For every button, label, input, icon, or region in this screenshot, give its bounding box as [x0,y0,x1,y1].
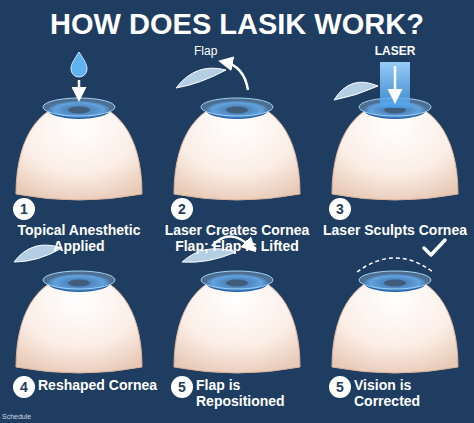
step-caption: Vision is Corrected [354,377,472,409]
title: HOW DOES LASIK WORK? [0,6,474,42]
step-number: 5 [169,374,195,400]
callout-number: 5 [336,380,344,394]
step-caption: Laser Creates Cornea Flap; Flap is Lifte… [162,222,312,254]
step-number: 1 [11,196,37,222]
lift-arrow [224,62,248,90]
down-arrow [78,80,81,96]
callout-number: 2 [178,202,186,216]
laser-arrow [394,66,397,98]
part-label: LASER [372,44,418,58]
eye [174,98,300,200]
callout-number: 4 [20,380,28,394]
callout-number: 3 [336,202,344,216]
eye [16,98,142,200]
step-caption: Reshaped Cornea [38,377,158,393]
eye [332,98,458,200]
laser-beam [380,62,410,108]
part-label: Flap [194,44,238,58]
step-caption: Laser Sculpts Cornea [320,222,470,238]
step-number: 3 [327,196,353,222]
step-number: 4 [11,374,37,400]
cornea-flap [176,68,226,88]
callout-number: 1 [20,202,28,216]
watermark: Schedule [2,412,62,421]
check-mark [424,240,445,255]
dashed-arc [357,258,433,272]
eye [332,271,458,373]
step-caption: Topical Anesthetic Applied [4,222,154,254]
step-caption: Flap is Repositioned [196,377,316,409]
cornea-flap [334,82,378,100]
step-number: 2 [169,196,195,222]
eye [16,271,142,373]
callout-number: 5 [178,380,186,394]
eye [174,271,300,373]
anesthetic-drop [71,52,87,77]
step-number: 5 [327,374,353,400]
